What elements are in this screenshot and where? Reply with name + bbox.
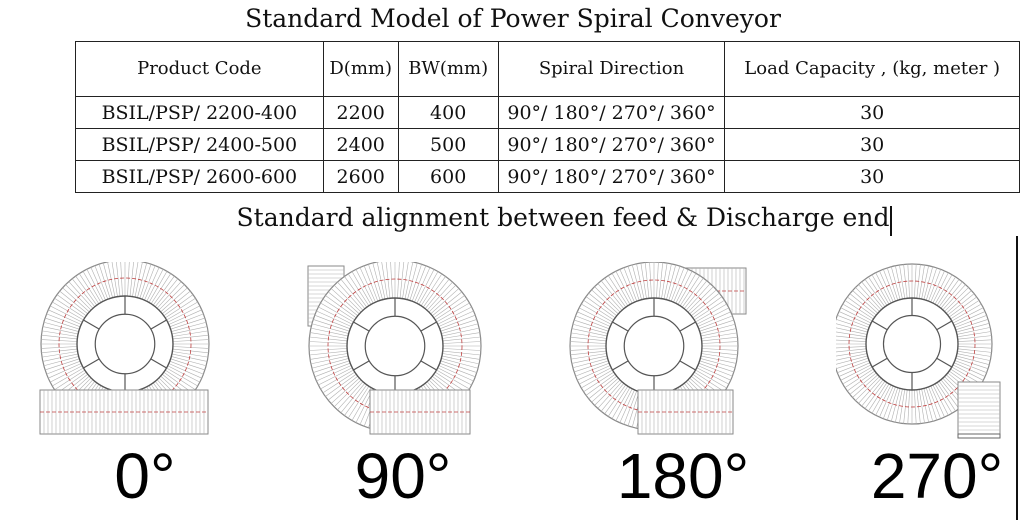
cell-belt-width: 500 — [397, 128, 499, 161]
angle-label-90: 90° — [354, 440, 452, 512]
cell-spiral-direction: 90°/ 180°/ 270°/ 360° — [497, 128, 726, 161]
text-cursor — [890, 206, 892, 236]
page-title: Standard Model of Power Spiral Conveyor — [245, 4, 781, 33]
cell-load-capacity: 30 — [724, 96, 1020, 129]
cell-diameter: 2400 — [322, 128, 399, 161]
cell-diameter: 2600 — [322, 160, 399, 193]
cell-load-capacity: 30 — [724, 128, 1020, 161]
cell-load-capacity: 30 — [724, 160, 1020, 193]
header-diameter: D(mm) — [322, 41, 399, 97]
cell-belt-width: 400 — [397, 96, 499, 129]
cell-product-code: BSIL/PSP/ 2400-500 — [75, 128, 324, 161]
table-row: BSIL/PSP/ 2400-500 2400 500 90°/ 180°/ 2… — [75, 128, 1020, 161]
cell-spiral-direction: 90°/ 180°/ 270°/ 360° — [497, 160, 726, 193]
section-subtitle: Standard alignment between feed & Discha… — [236, 203, 890, 232]
header-belt-width: BW(mm) — [397, 41, 499, 97]
table-row: BSIL/PSP/ 2600-600 2600 600 90°/ 180°/ 2… — [75, 160, 1020, 193]
cell-product-code: BSIL/PSP/ 2200-400 — [75, 96, 324, 129]
header-product-code: Product Code — [75, 41, 324, 97]
table-header-row: Product Code D(mm) BW(mm) Spiral Directi… — [75, 41, 1020, 97]
spiral-conveyor-270-icon — [836, 263, 1001, 439]
cell-diameter: 2200 — [322, 96, 399, 129]
spec-table: Product Code D(mm) BW(mm) Spiral Directi… — [75, 41, 1020, 193]
header-spiral-direction: Spiral Direction — [497, 41, 726, 97]
angle-label-180: 180° — [616, 440, 750, 512]
angle-label-0: 0° — [114, 440, 176, 512]
spiral-conveyor-90-icon — [307, 262, 482, 435]
cell-product-code: BSIL/PSP/ 2600-600 — [75, 160, 324, 193]
table-row: BSIL/PSP/ 2200-400 2200 400 90°/ 180°/ 2… — [75, 96, 1020, 129]
cell-belt-width: 600 — [397, 160, 499, 193]
angle-label-270: 270° — [870, 440, 1004, 512]
vertical-divider — [1016, 236, 1018, 520]
spiral-conveyor-0-icon — [39, 262, 210, 435]
cell-spiral-direction: 90°/ 180°/ 270°/ 360° — [497, 96, 726, 129]
spiral-conveyor-180-icon — [569, 262, 747, 435]
header-load-capacity: Load Capacity , (kg, meter ) — [724, 41, 1020, 97]
